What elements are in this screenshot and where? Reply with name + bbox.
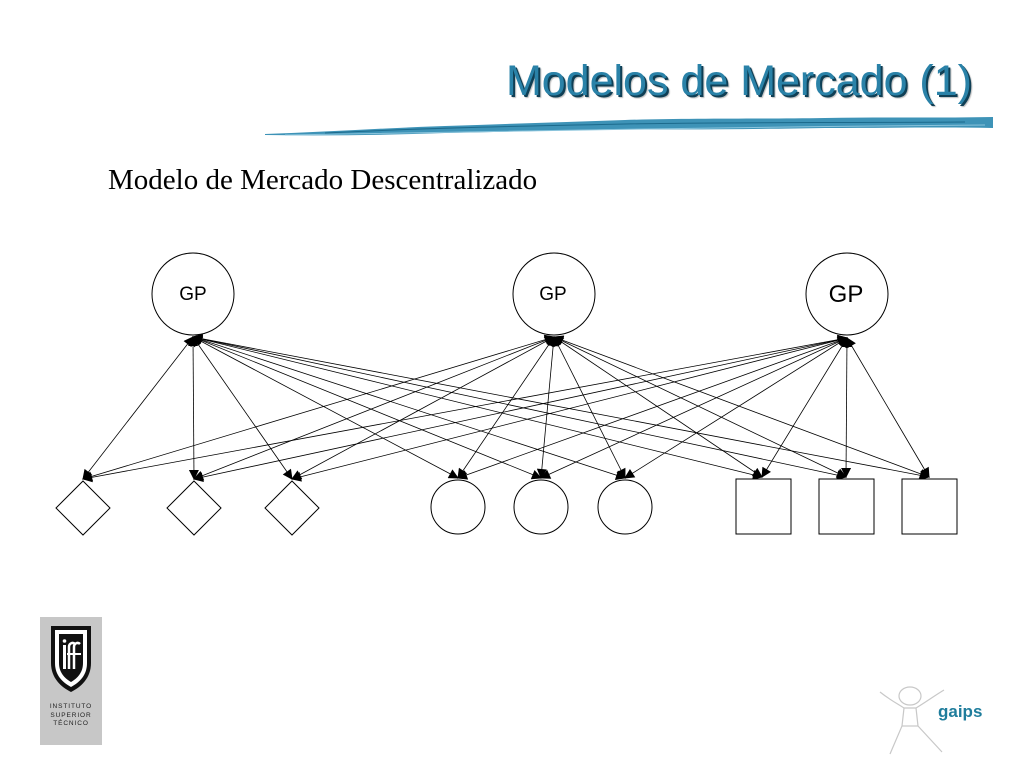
diamond-node-1 bbox=[55, 480, 111, 536]
gaips-figure-icon bbox=[879, 686, 945, 755]
edge-gp1-node3 bbox=[192, 336, 293, 480]
edge-gp3-node4 bbox=[457, 336, 848, 480]
edge-gp2-node8 bbox=[553, 336, 847, 478]
edge-gp3-node8 bbox=[841, 337, 852, 478]
title-swoosh-decoration bbox=[265, 117, 993, 136]
edge-gp1-node1 bbox=[82, 336, 194, 480]
gp-node-3: GP bbox=[805, 252, 889, 336]
edge-gp2-node9 bbox=[553, 335, 930, 479]
edge-gp3-node1 bbox=[82, 334, 848, 483]
edge-gp1-node7 bbox=[192, 334, 763, 480]
circle-node-3 bbox=[597, 479, 653, 535]
ist-logo-line-1: INSTITUTO bbox=[49, 703, 93, 710]
diagram-edges bbox=[82, 333, 930, 483]
slide-subtitle: Modelo de Mercado Descentralizado bbox=[108, 164, 538, 196]
edge-gp1-node2 bbox=[188, 336, 199, 480]
edge-gp1-node9 bbox=[192, 333, 930, 481]
diamond-node-3 bbox=[264, 480, 320, 536]
edge-gp2-node5 bbox=[536, 336, 559, 479]
gp-nodes: GP GP GP bbox=[151, 252, 889, 336]
gp-node-1: GP bbox=[151, 252, 235, 336]
square-node-2 bbox=[818, 478, 875, 535]
ist-shield-icon bbox=[51, 626, 91, 692]
edge-gp2-node7 bbox=[553, 336, 763, 478]
edge-gp3-node6 bbox=[624, 337, 848, 479]
edge-gp2-node2 bbox=[193, 335, 555, 481]
edge-gp3-node7 bbox=[761, 337, 848, 478]
ist-logo-line-3: TÉCNICO bbox=[53, 720, 89, 727]
edge-gp1-node5 bbox=[192, 335, 542, 480]
edge-gp1-node6 bbox=[192, 335, 626, 480]
edge-gp2-node1 bbox=[82, 334, 555, 482]
diamond-node-2 bbox=[166, 480, 222, 536]
gp-node-1-label: GP bbox=[179, 284, 206, 305]
edge-gp3-node3 bbox=[291, 335, 848, 482]
square-node-1 bbox=[735, 478, 792, 535]
gaips-logo-text: gaips bbox=[938, 702, 983, 721]
gp-node-2: GP bbox=[512, 252, 596, 336]
bottom-nodes bbox=[55, 478, 958, 536]
slide-title: Modelos de Mercado (1) bbox=[505, 57, 972, 105]
edge-gp3-node2 bbox=[193, 335, 848, 482]
ist-logo-text: INSTITUTO SUPERIOR TÉCNICO bbox=[40, 703, 102, 729]
circle-node-2 bbox=[513, 479, 569, 535]
ist-logo: INSTITUTO SUPERIOR TÉCNICO bbox=[40, 617, 102, 745]
gp-node-2-label: GP bbox=[539, 284, 566, 305]
square-node-3 bbox=[901, 478, 958, 535]
edge-gp1-node4 bbox=[192, 336, 459, 479]
edge-gp3-node9 bbox=[846, 337, 930, 478]
ist-logo-line-2: SUPERIOR bbox=[50, 711, 92, 719]
gp-node-3-label: GP bbox=[829, 281, 864, 308]
circle-node-1 bbox=[430, 479, 486, 535]
